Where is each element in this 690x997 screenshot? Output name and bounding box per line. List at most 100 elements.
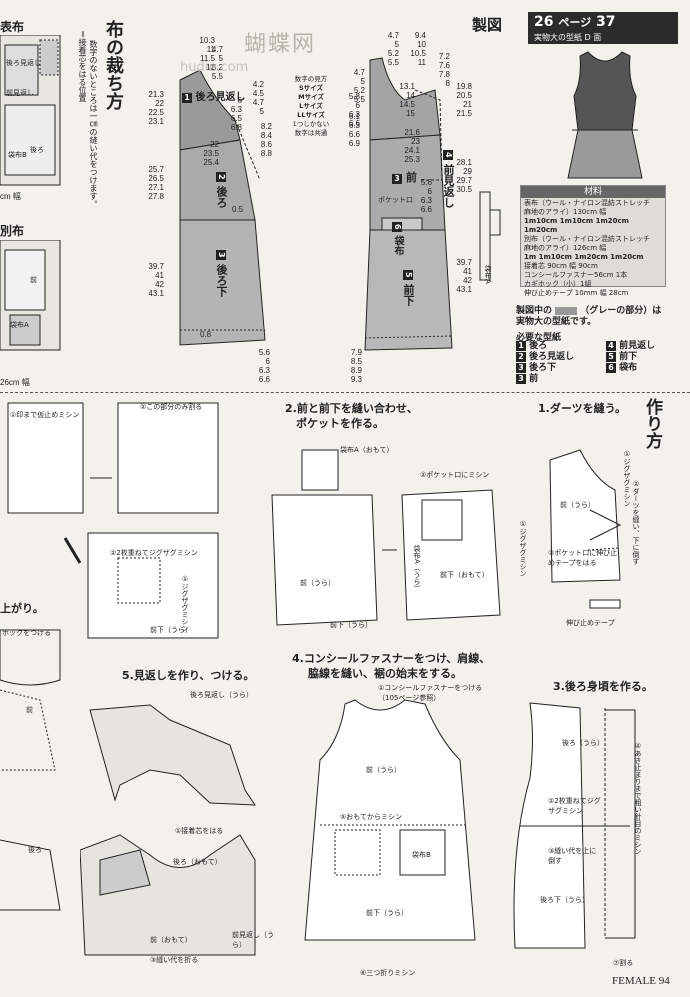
size-note-a: 1つしかない — [292, 120, 330, 128]
piece-label: 前下 — [402, 283, 415, 306]
cutting-diagram-bottom — [0, 240, 61, 351]
num: 8 — [445, 79, 450, 88]
size-s: Sサイズ — [299, 84, 323, 92]
piece-marker: 4 — [443, 150, 453, 160]
piece-label: 後ろ下 — [215, 263, 228, 297]
step-5-press: ①接着芯をはる — [175, 827, 224, 835]
label-pocket-b-cut: 袋布B — [8, 151, 27, 159]
cutting-note-1: 数字のないところは一㎝の縫い代をつけます。 — [89, 40, 98, 208]
back-mid-nums: 22 23.5 25.4 — [195, 140, 219, 167]
step-4-title-a: 4.コンシールファスナーをつけ、肩線、 — [292, 652, 491, 665]
front-pocket-nums: 5.6 6 6.3 6.6 — [412, 178, 432, 214]
watermark-url: hudie.com — [180, 60, 249, 75]
piece-marker: 1 — [516, 341, 526, 351]
step-4-front-lower: 前下（うら） — [366, 909, 408, 917]
piece-marker: 3 — [216, 250, 226, 260]
num: 28.1 — [456, 158, 472, 167]
page-ref-num: 37 — [596, 14, 616, 30]
page-ref-sub: 実物大の型紙 D 面 — [534, 33, 602, 42]
piece-row: 3 前 — [516, 374, 574, 385]
label-omote-fabric: 表布 — [0, 20, 25, 34]
back-facing-label: 1 後ろ見返し — [182, 92, 245, 104]
materials-line: 麻地のアライ）130cm 幅 — [524, 208, 607, 216]
footer-magazine: FEMALE — [612, 975, 656, 987]
piece-marker: 6 — [606, 363, 616, 373]
num: 23.1 — [148, 117, 164, 126]
step-2-label-pocket-a: 袋布A（うら） — [413, 545, 421, 592]
piece-marker: 5 — [606, 352, 616, 362]
num: 7.8 — [438, 70, 450, 79]
howto-title: 作り方 — [642, 398, 662, 449]
step-1-label-zigzag: ①ジグザグミシン — [623, 450, 631, 507]
num: 6.6 — [348, 130, 360, 139]
step-1-label-tape-name: 伸び止めテープ — [566, 619, 615, 627]
piece-marker: 3 — [516, 363, 526, 373]
step-2-label-zigzag: ①ジグザグミシン — [519, 520, 527, 577]
step-4-diagram — [304, 699, 476, 941]
cutting-title: 布の裁ち方 — [103, 20, 124, 110]
num: 5.2 — [211, 63, 223, 72]
front-mid-nums-2: 21.6 23 24.1 25.3 — [396, 128, 420, 164]
num: 25.3 — [404, 155, 420, 164]
pocket-a-small — [479, 191, 501, 281]
flow-label-3: ①ジグザグミシン — [181, 575, 189, 632]
needed-pieces-col-2: 4 前見返し 5 前下 6 袋布 — [606, 341, 655, 374]
label-back-facing-cut: 後ろ見返し — [6, 59, 41, 67]
piece-label: 後ろ見返し — [529, 352, 575, 362]
front-top-nums-3: 7.2 7.6 7.8 8 — [428, 52, 450, 88]
step-3-seam-up: ③縫い代を上に倒す — [548, 847, 597, 865]
num: 39.7 — [148, 262, 164, 271]
cutting-note-2: ＝接着芯をはる位置 — [78, 30, 87, 102]
num: 11 — [206, 45, 215, 54]
num: 5.5 — [353, 95, 365, 104]
flow-label-4: ②2枚重ねてジグザグミシン — [110, 549, 198, 557]
materials-line: 1m 1m10cm 1m20cm 1m20cm — [524, 253, 644, 261]
back-side-nums-1: 21.3 22 22.5 23.1 — [140, 90, 164, 126]
num: 8.5 — [350, 357, 362, 366]
num: 8.9 — [350, 366, 362, 375]
num: 6 — [355, 101, 360, 110]
num: 20.5 — [456, 91, 472, 100]
num: 21.6 — [404, 128, 420, 137]
num: 42 — [463, 276, 472, 285]
size-legend-title: 数字の見方 — [294, 75, 328, 83]
piece-marker: 5 — [403, 270, 413, 280]
step-5-front-facing: 前見返し（うら） — [232, 931, 274, 949]
num: 12 — [206, 63, 215, 72]
front-lower-label: 5 前下 — [400, 270, 416, 306]
num: 8.4 — [260, 131, 272, 140]
num: 22 — [210, 140, 219, 149]
cutting-layout-left: 表布 後ろ見返し 後ろ 前見返し 袋布B cm 幅 別布 袋布A 前 26cm … — [0, 0, 75, 390]
num: 6.3 — [348, 110, 360, 119]
materials-line: コンシールファスナー56cm 1本 — [524, 271, 628, 279]
step-2-flow-diagram — [7, 402, 219, 639]
back-chest-nums: 6 6.3 6.5 6.8 — [220, 96, 242, 132]
step-4-title-b: 脇線を縫い、裾の始末をする。 — [308, 667, 462, 680]
piece-row: 3 後ろ下 — [516, 363, 574, 374]
num: 30.5 — [456, 185, 472, 194]
cutting-diagram-top — [0, 35, 61, 186]
num: 6.3 — [348, 121, 360, 130]
num: 21 — [463, 100, 472, 109]
step-5-front-outer: 前（おもて） — [150, 936, 192, 944]
materials-line: 伸び止めテープ 10mm 幅 28cm — [524, 289, 629, 297]
front-mid-nums-1: 13.1 14 14.5 15 — [393, 82, 415, 118]
step-3-back-u: 後ろ（うら） — [562, 739, 604, 747]
num: 6.9 — [348, 139, 360, 148]
num: 11.5 — [200, 54, 215, 63]
piece-marker: 2 — [216, 172, 226, 182]
watermark: 蝴蝶网 — [244, 32, 317, 57]
step-4-hem: ⑥三つ折りミシン — [360, 969, 416, 977]
step-3-title: 3.後ろ身頃を作る。 — [553, 680, 653, 693]
piece-row: 5 前下 — [606, 352, 655, 363]
front-right-nums-2: 28.1 29 29.7 30.5 — [448, 158, 472, 194]
step-1-title: 1.ダーツを縫う。 — [538, 402, 626, 415]
num: 15 — [406, 109, 415, 118]
front-pocket-mouth: ポケット口 — [378, 196, 413, 204]
piece-label: 前 — [405, 171, 417, 184]
num: 5.5 — [387, 58, 399, 67]
back-right-nums-2: 8.2 8.4 8.6 8.8 — [250, 122, 272, 158]
back-right-nums: 4.2 4.5 4.7 5 — [242, 80, 264, 116]
num: 6.6 — [348, 119, 360, 128]
front-left-nums-2: 5.8 6 6.3 6.6 — [340, 92, 360, 128]
